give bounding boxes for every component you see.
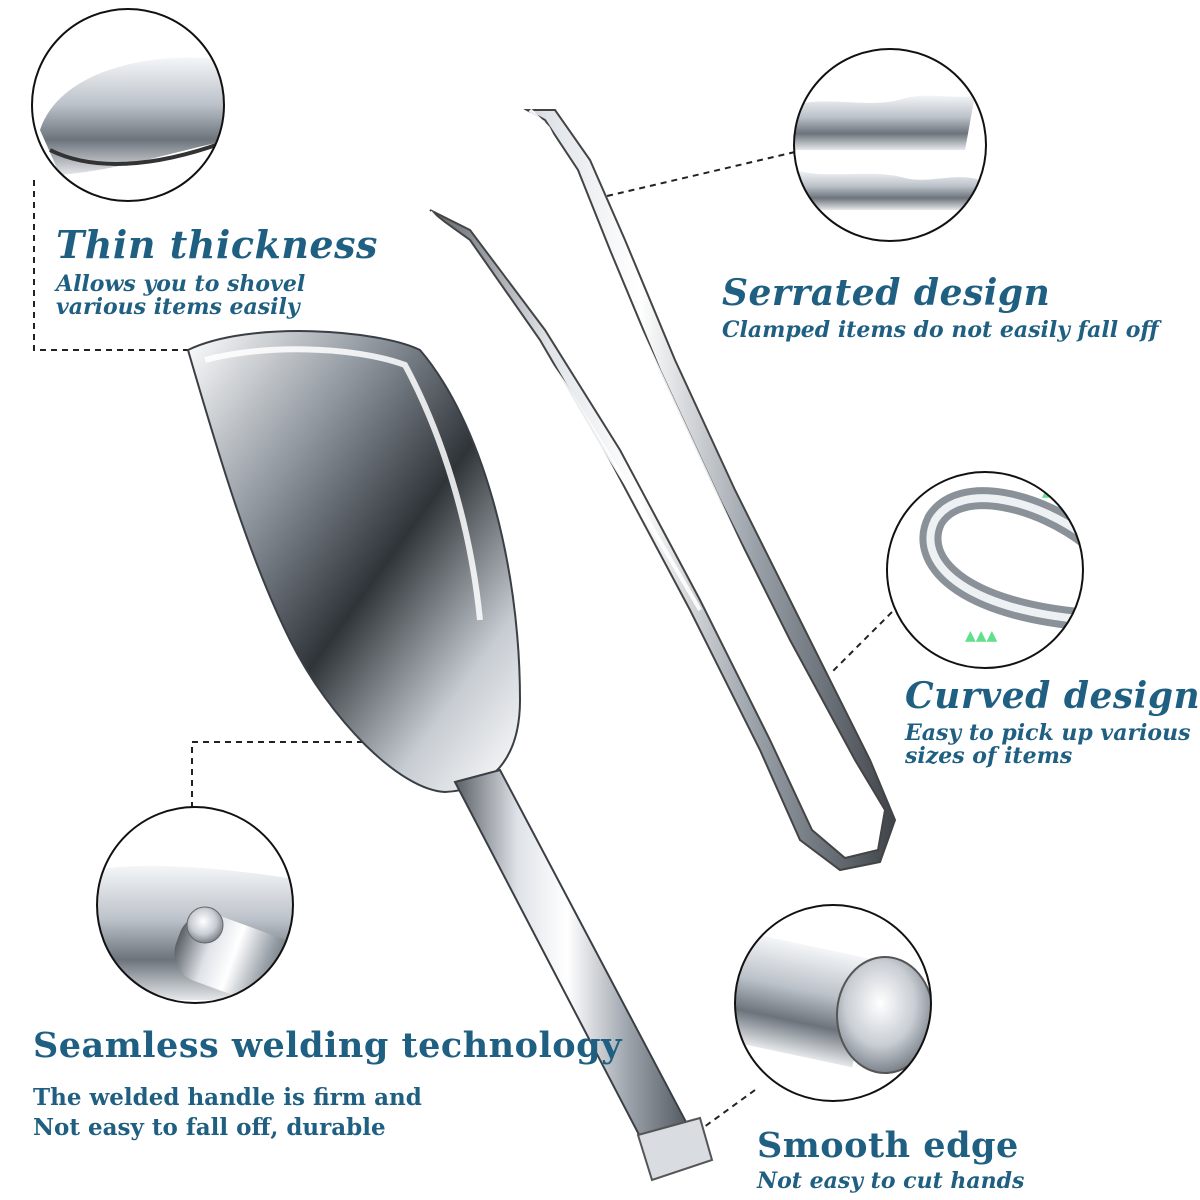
svg-text:▲▲▲: ▲▲▲ [1042,484,1075,500]
serrated-tips-closeup [793,48,987,242]
feature-description-line: Not easy to fall off, durable [33,1114,386,1141]
feature-title: Thin thickness [56,222,378,267]
feature-description-line: Easy to pick up various [905,720,1191,746]
feature-description-line: Clamped items do not easily fall off [722,317,1159,343]
feature-title: Serrated design [722,272,1051,314]
feature-description-line: sizes of items [905,743,1073,769]
svg-text:▲▲▲: ▲▲▲ [965,628,998,644]
handle-end-closeup [734,904,932,1102]
feature-description-line: Not easy to cut hands [757,1168,1025,1194]
feature-description-line: various items easily [56,294,300,320]
feature-title: Seamless welding technology [33,1025,622,1066]
feature-description-line: The welded handle is firm and [33,1084,422,1111]
dashed-leader-lines [33,151,893,1131]
curved-bend-closeup: ▲▲▲ ▲▲▲ [886,471,1084,669]
weld-joint-closeup [96,806,294,1004]
tongs-illustration [428,108,897,872]
feature-description-line: Allows you to shovel [56,271,306,297]
scoop-illustration [186,330,714,1182]
feature-title: Smooth edge [757,1125,1019,1166]
scoop-edge-closeup [31,8,225,202]
feature-title: Curved design [905,675,1200,717]
